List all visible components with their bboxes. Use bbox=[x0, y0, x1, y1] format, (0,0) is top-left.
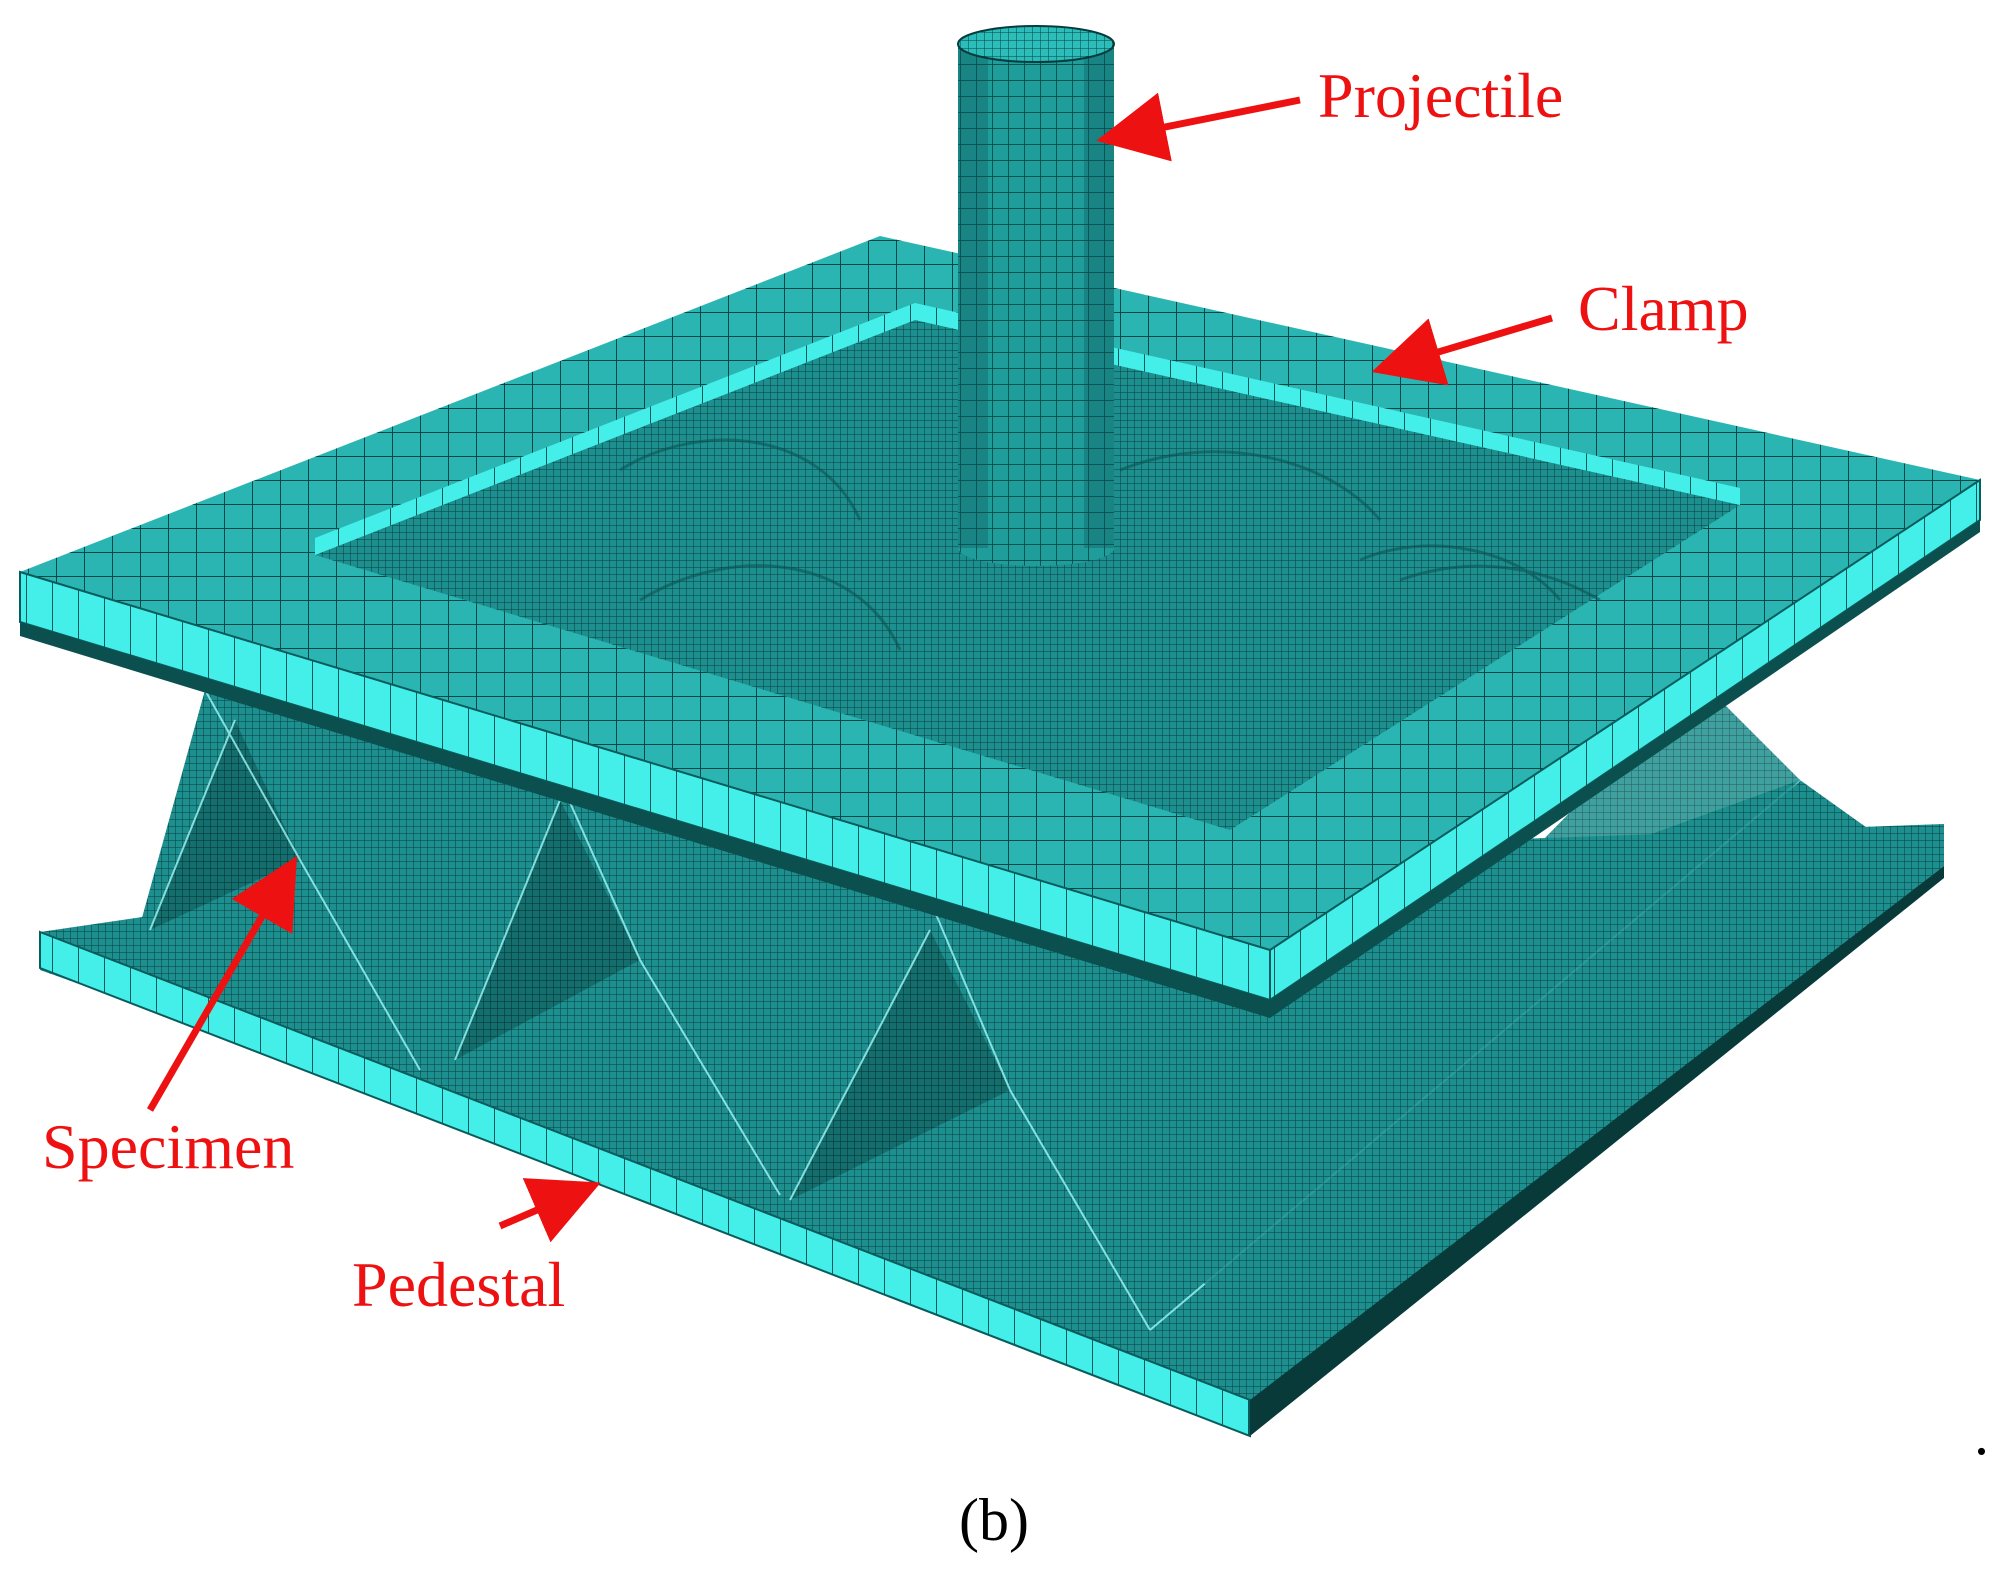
specimen-cell-2 bbox=[455, 800, 640, 1060]
pedestal-right-edge bbox=[1250, 866, 1944, 1436]
clamp-arrow bbox=[1371, 314, 1554, 386]
projectile-arrow bbox=[1096, 92, 1301, 162]
clamp-part bbox=[19, 236, 1981, 1018]
specimen-arrow bbox=[146, 855, 298, 1112]
trailing-period: . bbox=[1974, 1401, 1989, 1467]
specimen-label: Specimen bbox=[42, 1111, 294, 1182]
annotations: Projectile Clamp Specimen Pedestal bbox=[42, 60, 1749, 1320]
projectile-body bbox=[958, 44, 1114, 548]
clamp-label: Clamp bbox=[1578, 273, 1749, 344]
projectile-base bbox=[958, 540, 1114, 566]
deformation-shading bbox=[619, 438, 1601, 651]
specimen-right-side bbox=[1150, 680, 1800, 1320]
projectile-part bbox=[957, 25, 1115, 566]
projectile-top bbox=[957, 25, 1115, 63]
pedestal-label: Pedestal bbox=[352, 1249, 565, 1320]
clamp-inner-wall bbox=[315, 303, 915, 555]
specimen-cell-3 bbox=[790, 930, 1010, 1200]
clamp-inner-wall-right bbox=[915, 303, 1740, 505]
pedestal-arrow bbox=[498, 1178, 601, 1243]
panel-label: (b) bbox=[959, 1487, 1029, 1553]
projectile-label: Projectile bbox=[1318, 60, 1563, 131]
specimen-part bbox=[140, 680, 1870, 1331]
clamp-bottom-plate bbox=[20, 622, 1270, 1018]
